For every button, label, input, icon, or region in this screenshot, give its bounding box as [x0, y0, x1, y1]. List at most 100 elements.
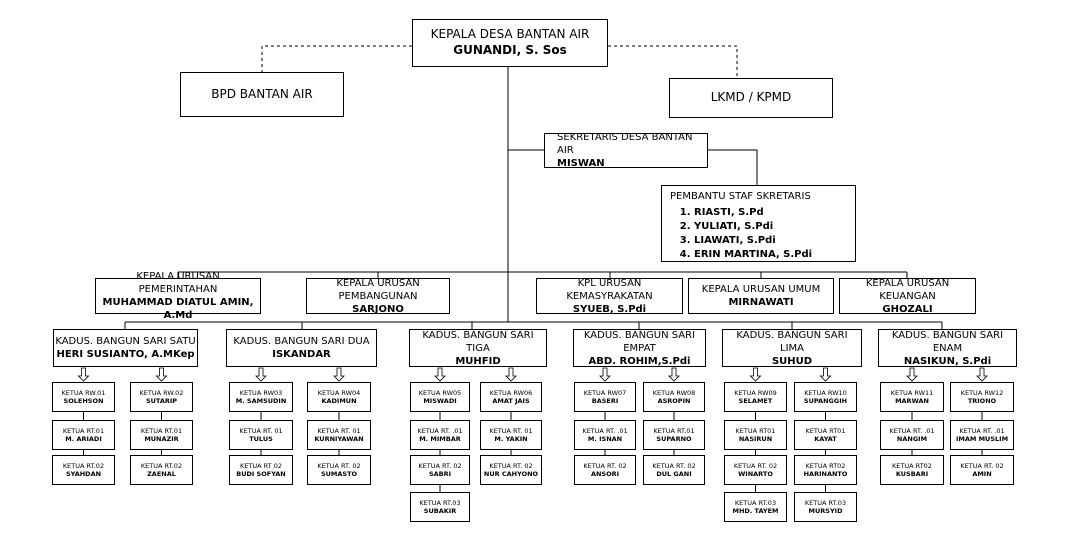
ketua-unit-name: SABRI [428, 470, 452, 478]
urusan-box: KPL URUSAN KEMASYRAKATAN SYUEB, S.Pdi [536, 278, 683, 315]
kadus-box: KADUS. BANGUN SARI DUA ISKANDAR [226, 329, 377, 367]
down-arrow-icon [333, 367, 345, 382]
kadus-box: KADUS. BANGUN SARI TIGA MUHFID [409, 329, 547, 367]
ketua-unit-title: KETUA RW07 [583, 388, 627, 397]
bpd-box: BPD BANTAN AIR [180, 72, 344, 117]
ketua-unit-title: KETUA RT01 [805, 426, 846, 435]
ketua-unit-name: MHD. TAYEM [732, 507, 779, 515]
ketua-unit-name: DUL GANI [656, 470, 692, 478]
ketua-unit-title: KETUA RT. .01 [959, 426, 1005, 435]
ketua-unit-title: KETUA RT.03 [804, 498, 847, 507]
ketua-unit-title: KETUA RT.01 [140, 426, 183, 435]
ketua-unit-title: KETUA RT.01 [653, 426, 695, 435]
ketua-unit-name: SOLEHSON [63, 397, 104, 405]
ketua-unit-name: NASIRUN [738, 435, 773, 443]
down-arrow-icon [77, 367, 90, 382]
ketua-unit-name: BASERI [591, 397, 619, 405]
ketua-unit-title: KETUA RT. 02 [418, 461, 462, 470]
ketua-unit-title: KETUA RT.02 [140, 461, 183, 470]
down-arrow-icon [749, 367, 762, 382]
down-arrow-icon [668, 367, 680, 382]
kadus-name: SUHUD [771, 355, 813, 367]
kepala-desa-name: GUNANDI, S. Sos [453, 43, 567, 57]
pembantu-staf-item: LIAWATI, S.Pdi [694, 234, 847, 248]
kadus-box: KADUS. BANGUN SARI SATU HERI SUSIANTO, A… [53, 329, 198, 367]
pembantu-staf-box: PEMBANTU STAF SKRETARIS RIASTI, S.Pd YUL… [661, 185, 856, 262]
pembantu-staf-item: ERIN MARTINA, S.Pdi [694, 248, 847, 262]
ketua-unit-name: SUPANGGIH [803, 397, 848, 405]
ketua-unit-title: KETUA RW08 [652, 388, 696, 397]
ketua-unit-name: SELAMET [738, 397, 773, 405]
ketua-unit-title: KETUA RT. 02 [652, 461, 696, 470]
ketua-unit-name: M. ISNAN [587, 435, 623, 443]
ketua-unit-title: KETUA RT02 [805, 461, 846, 470]
ketua-unit-name: SUBAKIR [423, 507, 457, 515]
ketua-unit-title: KETUA RT. 02 [317, 461, 361, 470]
urusan-name: GHOZALI [882, 303, 933, 315]
ketua-unit-name: AMAT JAIS [492, 397, 530, 405]
down-arrow-icon [976, 367, 988, 382]
ketua-unit-title: KETUA RT. 02 [733, 461, 778, 470]
ketua-unit-title: KETUA RT. 01 [489, 426, 533, 435]
ketua-unit-title: KETUA RT. 01 [317, 426, 361, 435]
pembantu-staf-title: PEMBANTU STAF SKRETARIS [670, 191, 811, 202]
ketua-unit-title: KETUA RT01 [735, 426, 776, 435]
urusan-box: KEPALA URUSAN KEUANGAN GHOZALI [839, 277, 976, 315]
down-arrow-icon [505, 367, 517, 382]
kadus-title: KADUS. BANGUN SARI TIGA [422, 329, 534, 354]
ketua-unit-name: HARINANTO [803, 470, 848, 478]
urusan-title: KEPALA URUSAN KEUANGAN [865, 277, 950, 302]
down-arrow-icon [819, 367, 832, 382]
ketua-unit-title: KETUA RT.03 [734, 498, 777, 507]
kadus-box: KADUS. BANGUN SARI EMPAT ABD. ROHIM,S.Pd… [573, 329, 706, 367]
ketua-unit-title: KETUA RT.03 [419, 498, 461, 507]
ketua-unit-name: AMIN [972, 470, 992, 478]
pembantu-staf-list: RIASTI, S.Pd YULIATI, S.Pdi LIAWATI, S.P… [670, 206, 847, 262]
pembantu-staf-item: RIASTI, S.Pd [694, 206, 847, 220]
urusan-name: MIRNAWATI [728, 297, 794, 308]
ketua-unit-title: KETUA RW03 [239, 388, 283, 397]
kadus-title: KADUS. BANGUN SARI EMPAT [583, 329, 696, 354]
ketua-unit-name: ASROPIN [657, 397, 691, 405]
ketua-unit-title: KETUA RW04 [317, 388, 361, 397]
ketua-unit-title: KETUA RT 02 [240, 461, 282, 470]
ketua-unit-title: KETUA RT. .01 [417, 426, 463, 435]
urusan-name: SARJONO [352, 303, 404, 315]
sekretaris-name: MISWAN [557, 158, 605, 169]
down-arrow-icon [906, 367, 918, 382]
ketua-unit-name: IMAM MUSLIM [955, 435, 1009, 443]
ketua-unit-title: KETUA RT.01 [62, 426, 105, 435]
kadus-name: NASIKUN, S.Pdi [903, 355, 992, 367]
sekretaris-box: SEKRETARIS DESA BANTAN AIR MISWAN [544, 132, 708, 169]
ketua-unit-name: SYAHDAN [65, 470, 102, 478]
lkmd-box: LKMD / KPMD [669, 78, 833, 118]
ketua-unit-title: KETUA RT. 01 [239, 426, 283, 435]
urusan-name: MUHAMMAD DIATUL AMIN, A.Md [102, 297, 254, 321]
kadus-box: KADUS. BANGUN SARI ENAM NASIKUN, S.Pdi [878, 329, 1017, 367]
ketua-unit-title: KETUA RT. 02 [489, 461, 533, 470]
lkmd-label: LKMD / KPMD [710, 90, 792, 105]
ketua-unit-name: NUR CAHYONO [483, 470, 539, 478]
ketua-unit-title: KETUA RW11 [890, 388, 934, 397]
ketua-unit-name: M. SAMSUDIN [235, 397, 287, 405]
sekretaris-title: SEKRETARIS DESA BANTAN AIR [557, 132, 693, 156]
